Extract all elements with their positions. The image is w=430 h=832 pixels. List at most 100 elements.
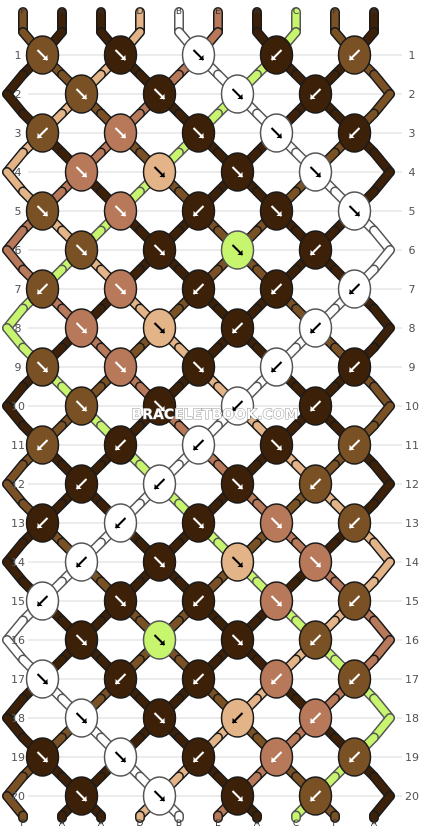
top-string-label: C — [293, 7, 299, 17]
top-string-label: A — [371, 7, 378, 17]
knot — [25, 191, 60, 231]
knot — [142, 152, 177, 192]
knot — [103, 425, 138, 465]
arrow-head-icon — [276, 601, 282, 606]
arrow-head-icon — [276, 445, 282, 450]
arrow-head-icon — [315, 172, 321, 177]
knot — [259, 737, 294, 777]
arrow-head-icon — [232, 718, 238, 723]
row-label-right: 11 — [405, 439, 419, 452]
bottom-string-label: D — [137, 819, 144, 829]
arrow-head-icon — [193, 211, 199, 216]
knot — [181, 191, 216, 231]
knot — [220, 308, 255, 348]
knot — [181, 425, 216, 465]
arrow-head-icon — [159, 718, 165, 723]
knot — [220, 620, 255, 660]
knot — [181, 35, 216, 75]
arrow-head-icon — [198, 523, 204, 528]
knot — [25, 269, 60, 309]
knot — [259, 269, 294, 309]
row-label-right: 8 — [409, 322, 416, 335]
knot — [298, 698, 333, 738]
knot — [220, 386, 255, 426]
bottom-string-label: F — [20, 819, 25, 829]
arrow-head-icon — [37, 289, 43, 294]
arrow-head-icon — [81, 718, 87, 723]
arrow-head-icon — [349, 367, 355, 372]
arrow-head-icon — [349, 757, 355, 762]
knot — [103, 191, 138, 231]
knot — [259, 581, 294, 621]
knot — [181, 659, 216, 699]
knot — [103, 503, 138, 543]
row-label-right: 9 — [409, 361, 416, 374]
arrow-head-icon — [237, 484, 243, 489]
row-label-left: 11 — [11, 439, 25, 452]
arrow-head-icon — [42, 757, 48, 762]
knot — [298, 542, 333, 582]
knot — [181, 737, 216, 777]
row-label-left: 18 — [11, 712, 25, 725]
knot — [220, 776, 255, 816]
arrow-head-icon — [115, 679, 121, 684]
knot — [181, 113, 216, 153]
arrow-head-icon — [120, 601, 126, 606]
knot — [298, 230, 333, 270]
arrow-head-icon — [120, 367, 126, 372]
arrow-head-icon — [271, 757, 277, 762]
bottom-string-label: E — [215, 819, 221, 829]
row-label-right: 7 — [409, 283, 416, 296]
knot — [25, 113, 60, 153]
knot — [142, 230, 177, 270]
knot — [103, 659, 138, 699]
row-label-left: 5 — [15, 205, 22, 218]
row-label-right: 15 — [405, 595, 419, 608]
arrow-head-icon — [193, 445, 199, 450]
row-label-left: 4 — [15, 166, 22, 179]
arrow-head-icon — [310, 250, 316, 255]
knot — [142, 464, 177, 504]
row-label-left: 12 — [11, 478, 25, 491]
knot — [337, 269, 372, 309]
knot — [142, 698, 177, 738]
arrow-head-icon — [81, 796, 87, 801]
arrow-head-icon — [193, 679, 199, 684]
knot — [142, 386, 177, 426]
arrow-head-icon — [37, 601, 43, 606]
arrow-head-icon — [159, 172, 165, 177]
arrow-head-icon — [198, 367, 204, 372]
knot — [298, 776, 333, 816]
knot — [337, 191, 372, 231]
arrow-head-icon — [115, 523, 121, 528]
arrow-head-icon — [271, 367, 277, 372]
arrow-head-icon — [310, 484, 316, 489]
row-label-left: 20 — [11, 790, 25, 803]
arrow-head-icon — [42, 211, 48, 216]
arrow-head-icon — [81, 94, 87, 99]
row-label-left: 10 — [11, 400, 25, 413]
arrow-head-icon — [276, 211, 282, 216]
knot — [25, 737, 60, 777]
knot — [259, 659, 294, 699]
row-label-left: 19 — [11, 751, 25, 764]
knot — [103, 347, 138, 387]
knot — [25, 35, 60, 75]
arrow-head-icon — [81, 328, 87, 333]
knot — [337, 347, 372, 387]
arrow-head-icon — [120, 211, 126, 216]
arrow-head-icon — [120, 757, 126, 762]
arrow-head-icon — [76, 562, 82, 567]
arrow-head-icon — [159, 406, 165, 411]
arrow-head-icon — [310, 796, 316, 801]
row-label-left: 9 — [15, 361, 22, 374]
arrow-head-icon — [37, 133, 43, 138]
row-label-right: 1 — [409, 49, 416, 62]
knot — [25, 347, 60, 387]
bottom-string-label: A — [98, 819, 105, 829]
top-string-label: A — [254, 7, 261, 17]
arrow-head-icon — [276, 133, 282, 138]
row-label-left: 16 — [11, 634, 25, 647]
arrow-head-icon — [115, 445, 121, 450]
